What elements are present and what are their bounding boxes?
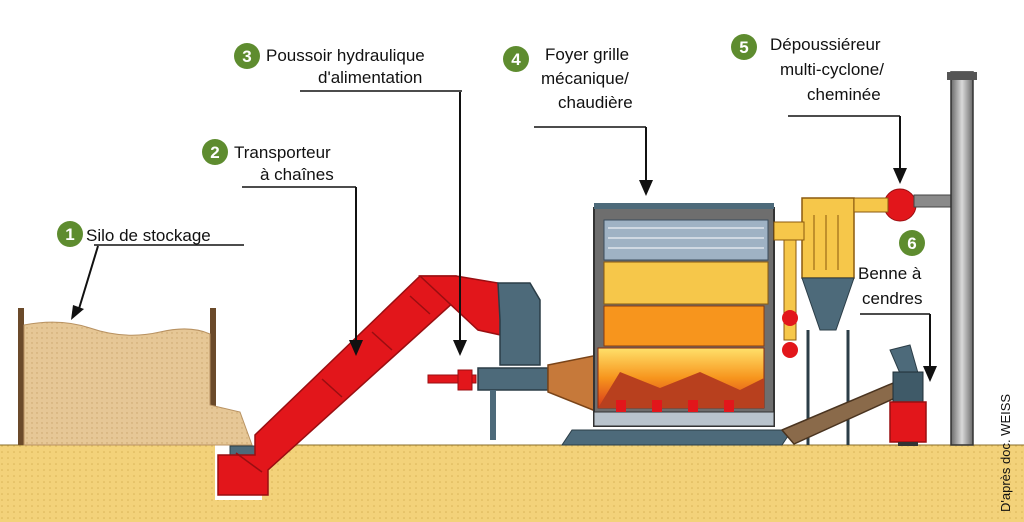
label-conveyor-line2: à chaînes: [260, 165, 334, 184]
label-silo-text: Silo de stockage: [86, 226, 211, 245]
badge-4: [503, 46, 529, 72]
ground: [0, 444, 1024, 522]
chimney: [947, 71, 977, 446]
label-furnace-line2: mécanique/: [541, 69, 629, 88]
label-dust-line1: Dépoussiéreur: [770, 35, 881, 54]
label-furnace-line1: Foyer grille: [545, 45, 629, 64]
badge-2: [202, 139, 228, 165]
storage-silo: [18, 308, 259, 461]
label-ash-bin: 6 Benne à cendres: [858, 230, 937, 382]
badge-1-number: 1: [65, 225, 74, 244]
badge-5-number: 5: [739, 38, 748, 57]
source-credit: D'après doc. WEISS: [998, 394, 1013, 512]
label-ash-line2: cendres: [862, 289, 922, 308]
label-dust-collector: 5 Dépoussiéreur multi-cyclone/ cheminée: [731, 34, 907, 184]
hydraulic-pusher: [427, 282, 549, 440]
label-pusher: 3 Poussoir hydraulique d'alimentation: [234, 43, 467, 356]
label-dust-line3: cheminée: [807, 85, 881, 104]
label-conveyor-line1: Transporteur: [234, 143, 331, 162]
label-dust-line2: multi-cyclone/: [780, 60, 884, 79]
badge-3: [234, 43, 260, 69]
badge-6-number: 6: [907, 234, 916, 253]
badge-5: [731, 34, 757, 60]
badge-3-number: 3: [242, 47, 251, 66]
ash-bin: [780, 344, 927, 446]
label-ash-line1: Benne à: [858, 264, 922, 283]
badge-1: [57, 221, 83, 247]
arrow-silo: [77, 245, 99, 313]
label-pusher-line1: Poussoir hydraulique: [266, 46, 425, 65]
multi-cyclone: [773, 188, 955, 445]
label-furnace: 4 Foyer grille mécanique/ chaudière: [503, 45, 653, 196]
label-furnace-line3: chaudière: [558, 93, 633, 112]
label-conveyor: 2 Transporteur à chaînes: [202, 139, 363, 356]
badge-6: [899, 230, 925, 256]
furnace-boiler: [547, 203, 793, 446]
badge-2-number: 2: [210, 143, 219, 162]
label-silo: 1 Silo de stockage: [57, 221, 244, 320]
badge-4-number: 4: [511, 50, 521, 69]
label-pusher-line2: d'alimentation: [318, 68, 422, 87]
chain-conveyor: [217, 275, 517, 496]
